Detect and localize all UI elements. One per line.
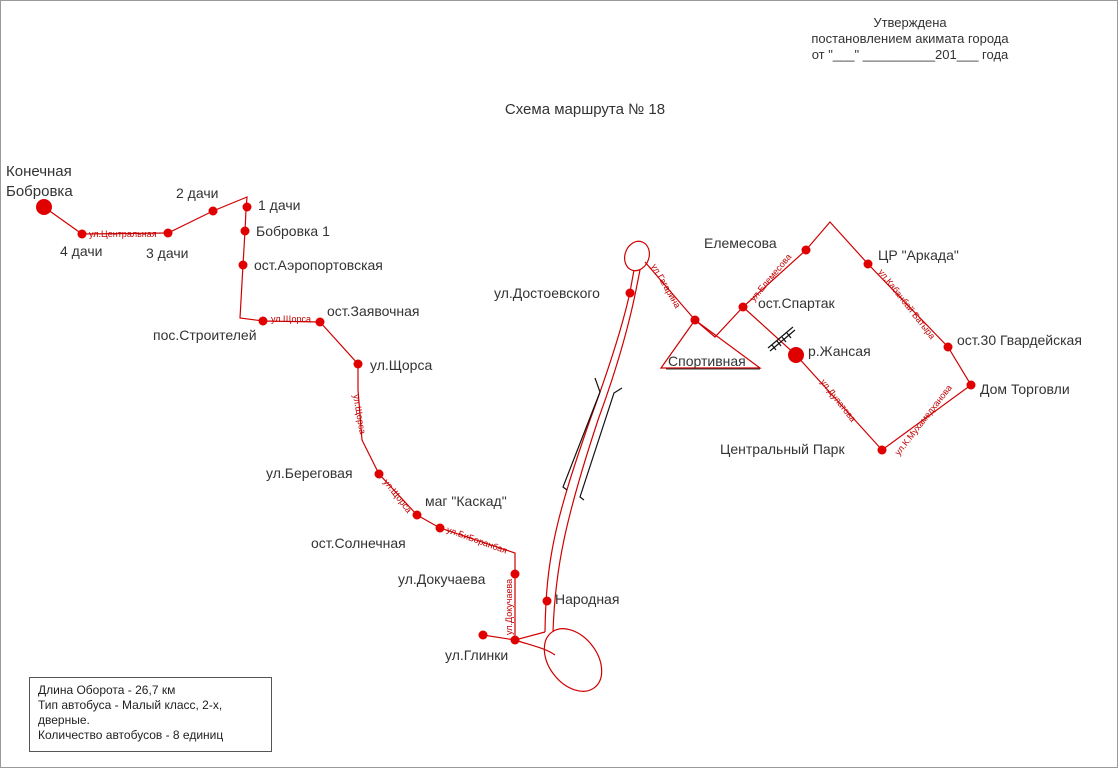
- stop-marker-dachi3[interactable]: [163, 228, 173, 238]
- stop-label-bobrovka1: Бобровка 1: [256, 223, 330, 239]
- railway-crossing-icon: [767, 326, 796, 352]
- stop-marker-spartak[interactable]: [738, 302, 748, 312]
- stop-label-dachi4: 4 дачи: [60, 243, 102, 259]
- street-label-biboranbaya: ул.БиБоранбая: [445, 524, 508, 555]
- stop-marker-dom-torgovli[interactable]: [966, 380, 976, 390]
- terminal-label-line1: Конечная: [6, 163, 72, 180]
- approval-line-1: Утверждена: [873, 15, 947, 30]
- street-label-gagarina: ул.Гагарина: [649, 262, 682, 310]
- stop-marker-stroiteley[interactable]: [258, 316, 268, 326]
- stop-label-elemesova: Елемесова: [704, 235, 777, 251]
- street-label-centralnaya: ул.Центральная: [89, 229, 157, 239]
- stop-label-dokuchaeva: ул.Докучаева: [398, 571, 486, 587]
- map-title: Схема маршрута № 18: [504, 101, 666, 118]
- road-line-1: [562, 377, 601, 491]
- route-segment-gagarina: [644, 261, 744, 338]
- stop-marker-aeroport[interactable]: [238, 260, 248, 270]
- route-loop-top: [624, 240, 650, 272]
- stop-marker-glinki-2[interactable]: [510, 635, 520, 645]
- stop-marker-dachi4[interactable]: [77, 229, 87, 239]
- stop-marker-sportivnaya[interactable]: [690, 315, 700, 325]
- stop-label-shorsa: ул.Щорса: [370, 357, 432, 373]
- stop-label-dom-torgovli: Дом Торговли: [980, 381, 1070, 397]
- stop-label-solnechnaya: ост.Солнечная: [311, 535, 406, 551]
- street-label-shorsa-vertical: ул.Щорса: [351, 394, 368, 435]
- stop-label-stroiteley: пос.Строителей: [153, 327, 257, 343]
- stop-label-dachi3: 3 дачи: [146, 245, 188, 261]
- stop-label-dachi2: 2 дачи: [176, 185, 218, 201]
- street-label-dulatova: ул.Дулатова: [818, 377, 858, 424]
- info-line-2: Тип автобуса - Малый класс, 2-х,: [38, 698, 223, 712]
- stop-marker-elemesova[interactable]: [801, 245, 811, 255]
- stop-marker-gvardeyskaya[interactable]: [943, 342, 953, 352]
- route-info-box: Длина Оборота - 26,7 км Тип автобуса - М…: [29, 677, 272, 752]
- stop-label-spartak: ост.Спартак: [758, 295, 836, 311]
- info-line-1: Длина Оборота - 26,7 км: [38, 683, 176, 697]
- stop-label-aeroport: ост.Аэропортовская: [254, 257, 383, 273]
- stop-label-glinki: ул.Глинки: [445, 647, 508, 663]
- stop-marker-dachi1[interactable]: [242, 202, 252, 212]
- approval-line-2: постановлением акимата города: [811, 31, 1009, 46]
- street-label-shorsa-diag: ул.Щорса: [381, 477, 414, 515]
- route-trunk-2: [552, 269, 641, 633]
- stop-markers: [36, 199, 976, 645]
- stop-marker-bobrovka1[interactable]: [240, 226, 250, 236]
- stop-marker-solnechnaya[interactable]: [435, 523, 445, 533]
- route-loop-bottom: [543, 628, 603, 692]
- stop-marker-narodnaya[interactable]: [542, 596, 552, 606]
- street-label-kabanbay: ул.Кабанбай Батыра: [876, 267, 937, 341]
- stop-label-kaskad: маг "Каскад": [425, 493, 507, 509]
- road-line-2: [579, 387, 623, 501]
- terminal-marker-zhansaya[interactable]: [788, 347, 804, 363]
- street-label-mukhamedzhanova: ул.К.Мухамедханова: [893, 383, 954, 457]
- stop-label-sportivnaya: Спортивная: [668, 353, 746, 369]
- street-label-dokuchaeva: ул.Докучаева: [504, 579, 514, 635]
- stop-label-dachi1: 1 дачи: [258, 197, 300, 213]
- stop-marker-glinki-1[interactable]: [478, 630, 488, 640]
- stop-label-arkada: ЦР "Аркада": [878, 247, 959, 263]
- stop-marker-shorsa[interactable]: [353, 359, 363, 369]
- street-label-shorsa-short: ул.Щорса: [271, 314, 311, 324]
- info-line-3: дверные.: [38, 713, 90, 727]
- stop-marker-dachi2[interactable]: [208, 206, 218, 216]
- route-sportivnaya-triangle: [659, 319, 762, 369]
- stop-label-central-park: Центральный Парк: [720, 441, 845, 457]
- stop-marker-beregovaya[interactable]: [374, 469, 384, 479]
- route-trunk: [544, 269, 635, 633]
- road-lines: [562, 377, 623, 501]
- stop-marker-dostoevskogo[interactable]: [625, 288, 635, 298]
- stop-marker-kaskad[interactable]: [412, 510, 422, 520]
- stop-marker-arkada[interactable]: [863, 259, 873, 269]
- stop-label-zhansaya: р.Жансая: [808, 343, 871, 359]
- route-loop-join: [514, 639, 556, 656]
- stop-label-narodnaya: Народная: [555, 591, 619, 607]
- info-line-4: Количество автобусов - 8 единиц: [38, 728, 224, 742]
- stop-label-zayavochnaya: ост.Заявочная: [327, 303, 420, 319]
- approval-line-3: от "___" __________201___ года: [811, 47, 1009, 62]
- stop-label-beregovaya: ул.Береговая: [266, 465, 353, 481]
- terminal-marker: [36, 199, 52, 215]
- terminal-label-line2: Бобровка: [6, 183, 73, 200]
- stop-marker-zayavochnaya[interactable]: [315, 317, 325, 327]
- stop-label-dostoevskogo: ул.Достоевского: [494, 285, 600, 301]
- stop-label-gvardeyskaya: ост.30 Гвардейская: [957, 332, 1082, 348]
- approval-stamp: Утверждена постановлением акимата города…: [760, 15, 1060, 63]
- stop-marker-central-park[interactable]: [877, 445, 887, 455]
- stop-marker-dokuchaeva[interactable]: [510, 569, 520, 579]
